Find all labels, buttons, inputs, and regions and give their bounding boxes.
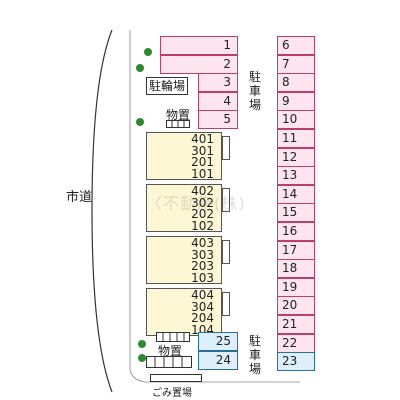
parking-slot: 8 bbox=[277, 73, 315, 93]
building bbox=[146, 184, 222, 232]
parking-slot: 12 bbox=[277, 147, 315, 167]
parking-slot: 15 bbox=[277, 203, 315, 223]
room-number: 302 bbox=[191, 195, 214, 210]
parking-slot: 9 bbox=[277, 91, 315, 111]
room-number: 303 bbox=[191, 247, 214, 262]
parking-slot: 24 bbox=[198, 351, 238, 370]
room-number: 203 bbox=[191, 259, 214, 273]
building-balcony bbox=[222, 136, 230, 160]
parking-label-top: 駐 車 場 bbox=[248, 70, 261, 112]
room-number: 403 bbox=[191, 236, 214, 250]
storage-label-top: 物置 bbox=[166, 108, 191, 122]
tree-icon bbox=[138, 340, 146, 348]
parking-slot: 2 bbox=[160, 54, 238, 74]
garbage-area bbox=[150, 374, 202, 382]
storage-label-bottom: 物置 bbox=[158, 344, 183, 358]
room-number: 101 bbox=[191, 166, 214, 181]
building-balcony bbox=[222, 292, 230, 316]
storage-icon bbox=[156, 332, 190, 342]
room-number: 201 bbox=[191, 155, 214, 169]
parking-slot: 11 bbox=[277, 129, 315, 148]
building bbox=[146, 132, 222, 180]
room-number: 401 bbox=[191, 132, 214, 146]
room-number: 102 bbox=[191, 218, 214, 233]
parking-slot: 18 bbox=[277, 259, 315, 279]
storage-icon bbox=[166, 120, 190, 128]
parking-slot: 16 bbox=[277, 222, 315, 241]
room-number: 402 bbox=[191, 184, 214, 198]
room-number: 204 bbox=[191, 311, 214, 325]
watermark: 〈不動産(株) bbox=[146, 194, 246, 213]
parking-slot: 14 bbox=[277, 184, 315, 204]
parking-slot: 21 bbox=[277, 315, 315, 334]
parking-slot: 25 bbox=[198, 332, 238, 351]
building-balcony bbox=[222, 240, 230, 264]
tree-icon bbox=[136, 118, 144, 126]
parking-slot: 1 bbox=[160, 36, 238, 55]
room-number: 301 bbox=[191, 143, 214, 158]
parking-slot: 4 bbox=[198, 91, 238, 111]
parking-slot: 20 bbox=[277, 296, 315, 316]
parking-slot: 13 bbox=[277, 166, 315, 186]
parking-slot: 10 bbox=[277, 110, 315, 130]
tree-icon bbox=[136, 64, 144, 72]
parking-slot: 5 bbox=[198, 110, 238, 129]
room-number: 304 bbox=[191, 299, 214, 314]
parking-label-bottom: 駐 車 場 bbox=[248, 334, 261, 376]
parking-slot: 23 bbox=[277, 352, 315, 372]
building-balcony bbox=[222, 188, 230, 212]
parking-slot: 7 bbox=[277, 54, 315, 74]
room-number: 103 bbox=[191, 270, 214, 285]
room-number: 202 bbox=[191, 207, 214, 221]
parking-slot: 17 bbox=[277, 240, 315, 260]
building bbox=[146, 236, 222, 284]
storage-icon bbox=[146, 356, 192, 368]
garbage-label: ごみ置場 bbox=[152, 388, 192, 399]
room-number: 104 bbox=[191, 322, 214, 337]
parking-slot: 6 bbox=[277, 36, 315, 55]
room-number: 404 bbox=[191, 288, 214, 302]
parking-slot: 22 bbox=[277, 333, 315, 353]
bike-parking-label: 駐輪場 bbox=[146, 77, 189, 95]
parking-slot: 3 bbox=[198, 73, 238, 92]
tree-icon bbox=[144, 48, 152, 56]
road-label: 市道 bbox=[66, 190, 93, 205]
tree-icon bbox=[138, 354, 146, 362]
parking-slot: 19 bbox=[277, 277, 315, 297]
